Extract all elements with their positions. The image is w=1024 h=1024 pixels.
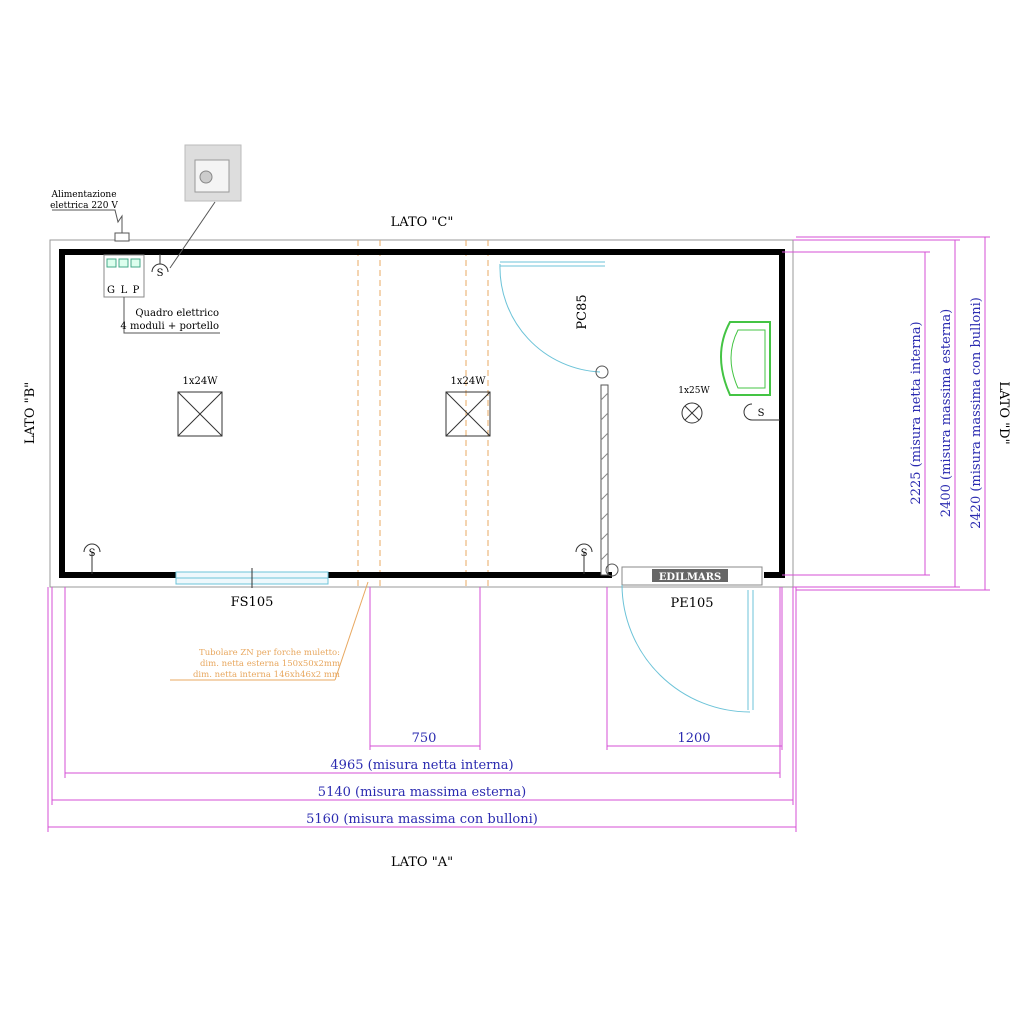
- side-label-c: LATO "C": [391, 215, 454, 230]
- switch-label: S: [89, 548, 96, 559]
- brand-logo-text: EDILMARS: [659, 572, 721, 583]
- side-label-a: LATO "A": [391, 855, 453, 870]
- light-label-1: 1x24W: [182, 376, 218, 387]
- dim-4965: 4965 (misura netta interna): [330, 758, 513, 773]
- dim-2225: 2225 (misura netta interna): [909, 321, 924, 504]
- tube-note-3: dim. netta interna 146xh46x2 mm: [193, 670, 340, 680]
- switch-label: S: [581, 548, 588, 559]
- dim-750: 750: [412, 731, 437, 746]
- brand-logo: [652, 569, 728, 582]
- walls: [59, 249, 785, 578]
- dim-5140: 5140 (misura massima esterna): [318, 785, 526, 800]
- door-label-pc85: PC85: [575, 294, 590, 329]
- light-label-3: 1x25W: [678, 386, 710, 396]
- light-label-2: 1x24W: [450, 376, 486, 387]
- switch-label: S: [758, 408, 765, 419]
- switch-label: S: [157, 268, 164, 279]
- socket-leader: [169, 201, 216, 269]
- door-pe105: [605, 563, 763, 713]
- forklift-tubes: [357, 240, 489, 587]
- panel-module-p: P: [133, 285, 140, 296]
- dimension-lines: [47, 236, 990, 832]
- partition-hatch: [600, 392, 609, 561]
- switches: [83, 254, 780, 574]
- power-label-2: elettrica 220 V: [50, 201, 118, 211]
- panel-module-l: L: [121, 285, 128, 296]
- side-label-b: LATO "B": [23, 382, 38, 444]
- panel-label-1: Quadro elettrico: [135, 308, 219, 319]
- dim-2420: 2420 (misura massima con bulloni): [969, 297, 984, 529]
- window-fs105: [175, 568, 329, 588]
- panel-label-2: 4 moduli + portello: [120, 321, 219, 332]
- side-label-d: LATO "D": [996, 381, 1011, 444]
- dim-1200: 1200: [677, 731, 710, 746]
- panel-module-g: G: [107, 285, 115, 296]
- door-label-pe105: PE105: [670, 596, 713, 611]
- tube-note-2: dim. netta esterna 150x50x2mm: [200, 659, 340, 669]
- dim-5160: 5160 (misura massima con bulloni): [306, 812, 538, 827]
- door-pc85: [499, 261, 609, 379]
- power-label-1: Alimentazione: [50, 190, 116, 200]
- outer-shell: [49, 239, 794, 588]
- tube-note-1: Tubolare ZN per forche muletto:: [199, 648, 340, 658]
- dim-2400: 2400 (misura massima esterna): [939, 309, 954, 517]
- sink-icon: [720, 321, 771, 396]
- window-label-fs105: FS105: [231, 595, 274, 610]
- light-fixtures: [177, 391, 703, 437]
